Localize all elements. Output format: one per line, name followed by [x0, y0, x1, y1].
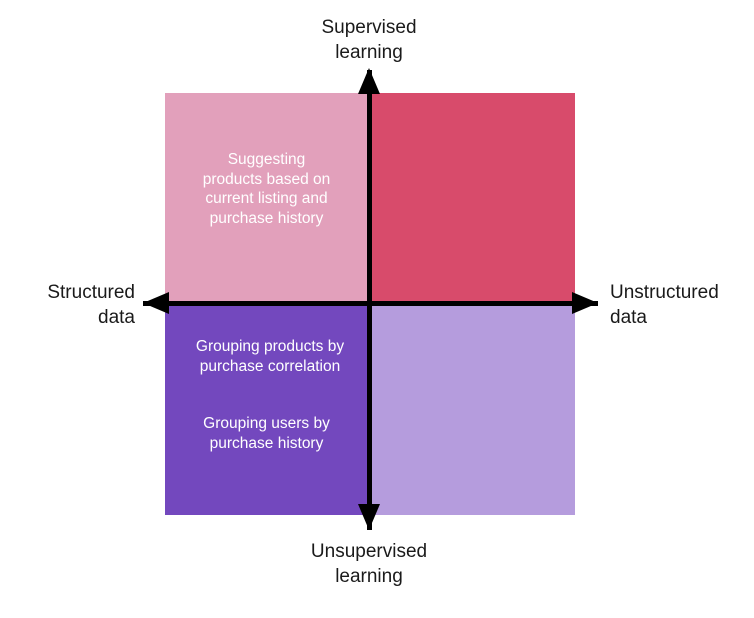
quadrant-top-left	[165, 93, 369, 303]
arrow-left-icon	[143, 292, 169, 314]
axis-label-structured-data: Structured data	[47, 282, 135, 328]
vertical-axis-line	[367, 70, 372, 530]
arrow-right-icon	[572, 292, 598, 314]
quadrant-top-right	[369, 93, 575, 303]
quadrant-matrix	[165, 93, 575, 515]
arrow-down-icon	[358, 504, 380, 530]
axis-label-unstructured-data: Unstructured data	[610, 282, 719, 328]
axis-label-unsupervised-learning: Unsupervised learning	[310, 541, 428, 587]
quadrant-text-unsupervised-structured-2: Grouping users by purchase history	[203, 415, 330, 452]
horizontal-axis-line	[143, 301, 598, 306]
quadrant-bottom-left	[165, 303, 369, 515]
arrow-up-icon	[358, 68, 380, 94]
axis-label-supervised-learning: Supervised learning	[321, 17, 417, 63]
quadrant-bottom-right	[369, 303, 575, 515]
quadrant-text-unsupervised-structured-1: Grouping products by purchase correlatio…	[195, 338, 345, 375]
quadrant-text-supervised-structured: Suggesting products based on current lis…	[202, 151, 331, 227]
